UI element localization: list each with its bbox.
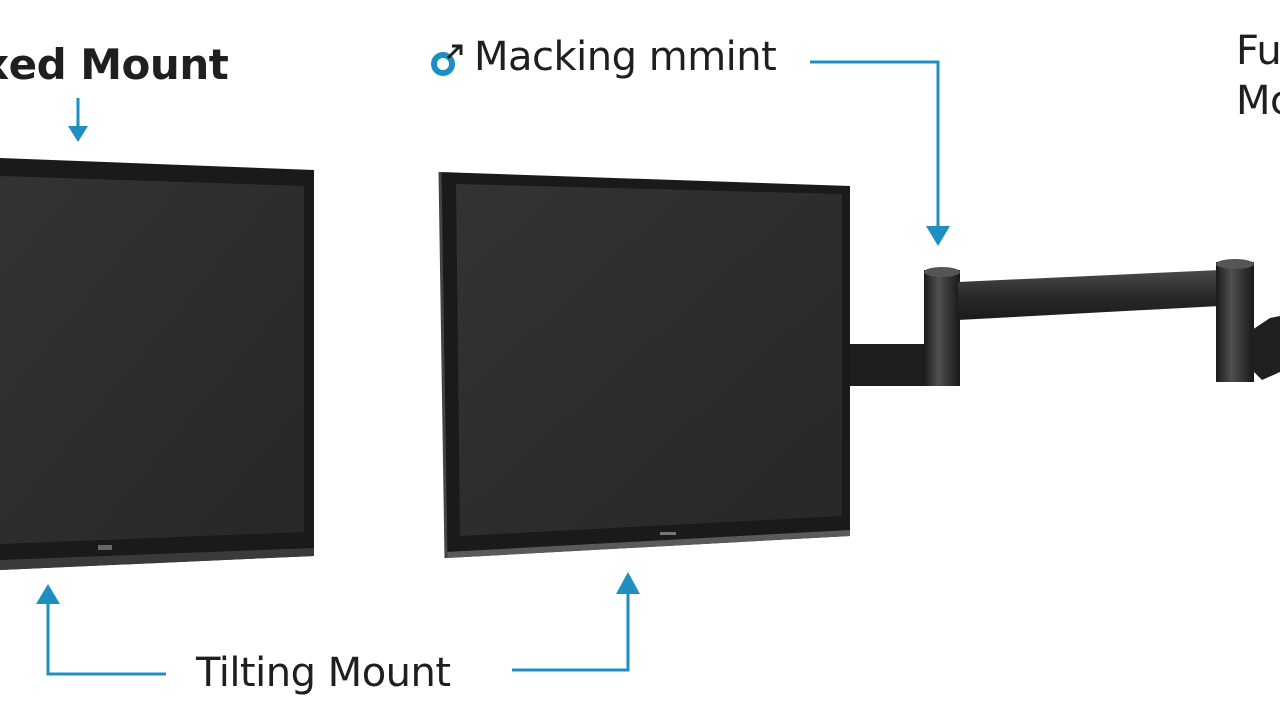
arrow-fixed-mount	[68, 98, 88, 142]
fixed-mount-label: xed Mount	[0, 40, 229, 89]
arrow-tilting-left	[36, 584, 166, 676]
tilting-mount-label: Tilting Mount	[196, 650, 451, 696]
tilting-mount-monitor	[438, 171, 850, 559]
callout-arrows	[36, 60, 950, 676]
monitor-bottom-edge	[0, 548, 314, 570]
arm-segment	[958, 270, 1220, 320]
arrow-tracking-mount	[810, 60, 950, 246]
arm-joint-left	[924, 270, 960, 386]
full-motion-label-line1: Fu	[1236, 28, 1280, 74]
fixed-mount-monitor	[0, 158, 314, 570]
monitor-screen	[0, 176, 304, 544]
arm-joint-cap	[924, 267, 960, 277]
full-motion-label-line2: Mc	[1236, 78, 1280, 124]
articulating-arm	[850, 259, 1280, 386]
tracking-mount-label: Macking mmint	[474, 34, 777, 80]
arrow-tilting-right	[512, 572, 640, 672]
full-motion-mount-label: Fu Mc	[1236, 26, 1280, 126]
monitor-logo	[660, 532, 676, 535]
arm-wall-plate	[1252, 316, 1280, 380]
arm-bracket	[850, 344, 928, 386]
arm-joint-right	[1216, 262, 1254, 382]
monitor-side-edge	[438, 171, 448, 559]
brand-icon	[431, 44, 463, 76]
monitor-bottom-edge	[446, 530, 850, 558]
monitor-logo	[98, 545, 112, 550]
arm-joint-cap	[1216, 259, 1254, 269]
monitor-screen	[456, 184, 842, 536]
